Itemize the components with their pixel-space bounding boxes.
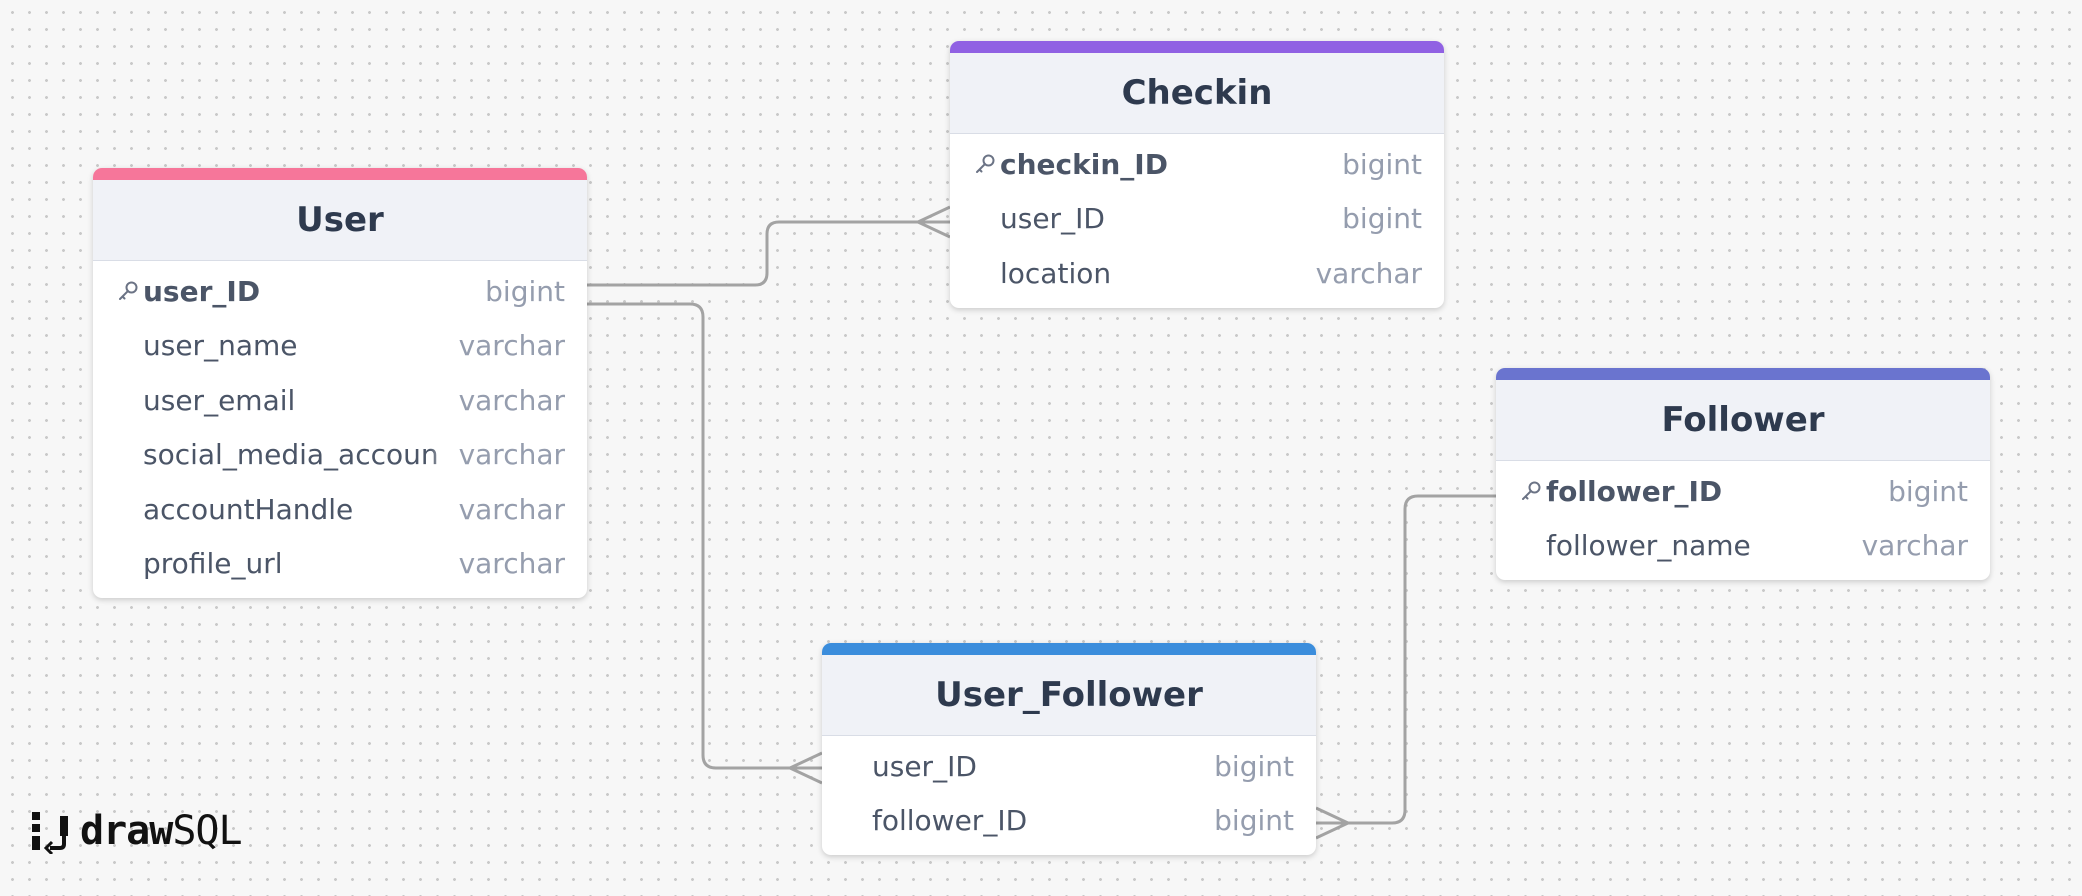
column-row[interactable]: social_media_accoun varchar [93,428,587,483]
column-row[interactable]: user_ID bigint [93,264,587,319]
column-name: checkin_ID [1000,147,1168,181]
column-list: checkin_ID bigint user_ID bigint locatio… [950,134,1444,308]
table-title: User_Follower [935,675,1203,715]
column-type: varchar [458,329,565,363]
column-name: follower_ID [872,804,1028,838]
column-list: user_ID bigint user_name varchar user_em… [93,261,587,598]
column-type: varchar [1861,529,1968,563]
column-type: bigint [1888,474,1968,508]
column-list: follower_ID bigint follower_name varchar [1496,461,1990,580]
column-type: bigint [1214,804,1294,838]
crowfoot-userfollower-user-id [789,751,823,785]
column-type: bigint [1214,749,1294,783]
logo-text-sql: SQL [172,808,242,854]
relation-line-user-userfollower[interactable] [587,302,822,770]
key-icon [1516,479,1546,503]
column-name: follower_name [1546,529,1751,563]
column-row[interactable]: checkin_ID bigint [950,137,1444,192]
table-header[interactable]: User_Follower [822,655,1316,736]
column-name: user_name [143,329,298,363]
table-color-bar [1496,368,1990,380]
column-name: social_media_accoun [143,438,455,472]
column-name: user_ID [1000,202,1105,236]
column-type: varchar [458,492,565,526]
drawsql-logo-icon [32,812,68,854]
relation-line-follower-userfollower[interactable] [1316,494,1496,825]
column-row[interactable]: user_email varchar [93,373,587,428]
table-color-bar [950,41,1444,53]
column-type: varchar [1315,256,1422,290]
table-user-follower[interactable]: User_Follower user_ID bigint follower_ID… [822,643,1316,855]
column-row[interactable]: follower_ID bigint [1496,464,1990,519]
crowfoot-userfollower-follower-id [1315,806,1349,840]
table-color-bar [93,168,587,180]
column-row[interactable]: follower_ID bigint [822,794,1316,849]
crowfoot-checkin-user-id [917,205,951,239]
column-type: varchar [458,383,565,417]
column-row[interactable]: user_ID bigint [822,739,1316,794]
table-title: Follower [1661,400,1825,440]
table-checkin[interactable]: Checkin checkin_ID bigint user_ID bigint… [950,41,1444,308]
column-name: user_ID [143,274,261,308]
table-title: Checkin [1121,73,1273,113]
column-row[interactable]: profile_url varchar [93,537,587,592]
column-type: bigint [1342,202,1422,236]
column-row[interactable]: location varchar [950,246,1444,301]
column-list: user_ID bigint follower_ID bigint [822,736,1316,855]
logo-text-draw: draw [80,808,173,854]
column-name: user_ID [872,749,977,783]
table-header[interactable]: Checkin [950,53,1444,134]
column-type: bigint [485,274,565,308]
column-type: varchar [458,547,565,581]
column-name: profile_url [143,547,283,581]
column-type: varchar [458,438,565,472]
column-name: user_email [143,383,296,417]
key-icon [970,152,1000,176]
column-row[interactable]: follower_name varchar [1496,519,1990,574]
relation-line-user-checkin[interactable] [587,220,950,287]
column-name: location [1000,256,1112,290]
key-icon [113,279,143,303]
table-color-bar [822,643,1316,655]
column-row[interactable]: accountHandle varchar [93,482,587,537]
column-row[interactable]: user_name varchar [93,319,587,374]
drawsql-logo[interactable]: draw SQL [30,806,243,856]
column-row[interactable]: user_ID bigint [950,192,1444,247]
table-user[interactable]: User user_ID bigint user_name varchar us… [93,168,587,598]
column-type: bigint [1342,147,1422,181]
column-name: accountHandle [143,492,354,526]
table-header[interactable]: Follower [1496,380,1990,461]
column-name: follower_ID [1546,474,1723,508]
table-follower[interactable]: Follower follower_ID bigint follower_nam… [1496,368,1990,580]
table-title: User [296,200,384,240]
table-header[interactable]: User [93,180,587,261]
